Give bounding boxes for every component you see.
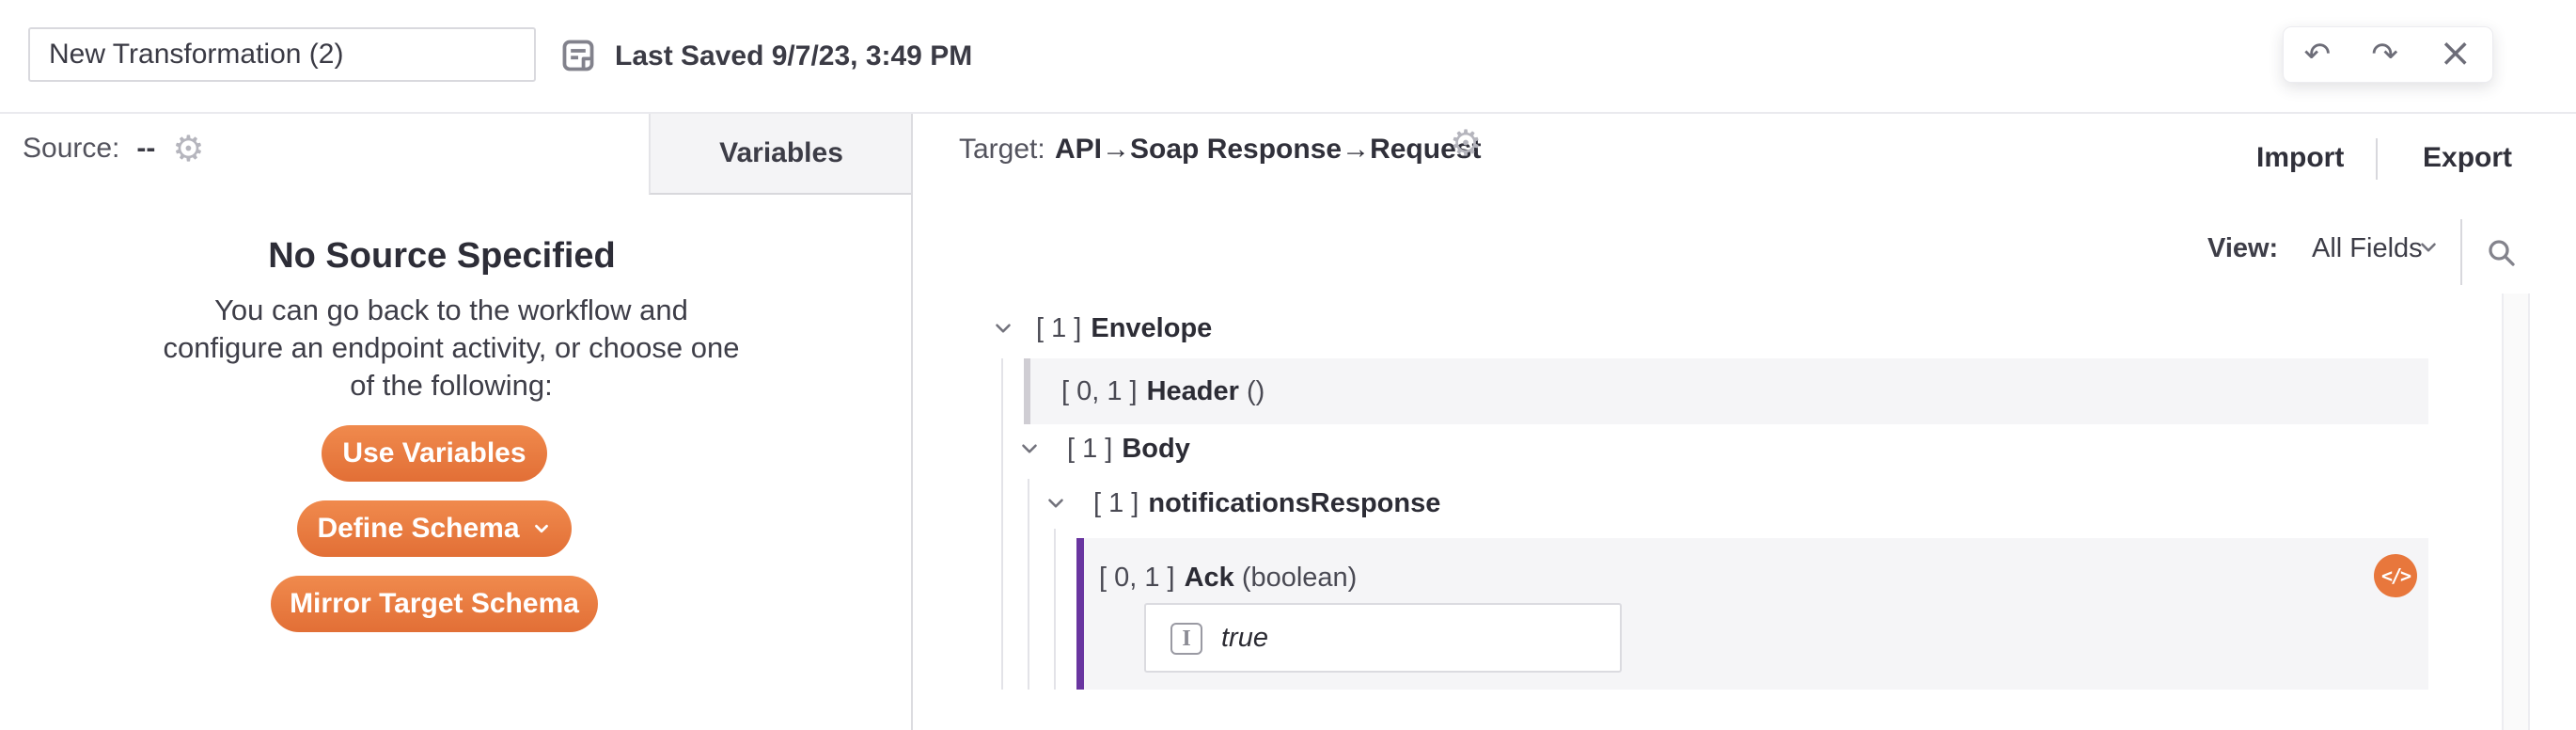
- collapse-caret-body[interactable]: [1017, 436, 1042, 461]
- panel-divider: [911, 114, 913, 730]
- tree-node-envelope[interactable]: [ 1 ] Envelope: [1036, 314, 1212, 342]
- vertical-scrollbar[interactable]: [2502, 294, 2530, 730]
- source-header: Source: -- ⚙: [23, 131, 204, 167]
- view-mode-dropdown[interactable]: All Fields: [2312, 233, 2423, 263]
- code-glyph: </>: [2380, 564, 2411, 587]
- view-search-divider: [2460, 219, 2462, 285]
- tree-node-ack-row[interactable]: [ 0, 1 ] Ack(boolean) </> I true: [1076, 538, 2428, 690]
- tab-variables-label: Variables: [719, 137, 843, 168]
- tree-node-body[interactable]: [ 1 ] Body: [1067, 435, 1190, 463]
- node-name: Envelope: [1091, 313, 1213, 343]
- header-accent-bar: [1024, 358, 1030, 424]
- chevron-down-icon: [534, 524, 548, 533]
- collapse-caret-envelope[interactable]: [991, 316, 1015, 341]
- target-label: Target:: [959, 134, 1045, 165]
- redo-icon[interactable]: ↷: [2371, 36, 2398, 73]
- node-cardinality: [ 1 ]: [1093, 488, 1139, 518]
- saved-note-icon: [560, 38, 596, 73]
- define-schema-button[interactable]: Define Schema: [297, 500, 572, 557]
- target-path: API→Soap Response→Request: [1055, 134, 1482, 165]
- use-variables-label: Use Variables: [342, 437, 526, 468]
- chevron-down-icon[interactable]: [2416, 235, 2441, 264]
- import-export-divider: [2376, 138, 2378, 180]
- collapse-caret-notificationsresponse[interactable]: [1044, 491, 1068, 516]
- tree-guide-line: [1001, 358, 1003, 690]
- export-button[interactable]: Export: [2423, 142, 2513, 173]
- source-settings-gear-icon[interactable]: ⚙: [172, 128, 205, 169]
- import-button[interactable]: Import: [2256, 142, 2345, 173]
- search-icon[interactable]: [2485, 236, 2519, 270]
- close-icon[interactable]: ×: [2439, 29, 2473, 75]
- tree-guide-line: [1054, 529, 1056, 690]
- undo-icon[interactable]: ↶: [2303, 36, 2332, 73]
- mirror-target-schema-label: Mirror Target Schema: [290, 588, 579, 619]
- node-type: (boolean): [1241, 563, 1358, 593]
- use-variables-button[interactable]: Use Variables: [322, 425, 547, 482]
- tree-guide-line: [1028, 479, 1029, 690]
- source-value: --: [136, 133, 156, 164]
- mirror-target-schema-button[interactable]: Mirror Target Schema: [271, 576, 598, 632]
- node-name: Ack: [1184, 563, 1234, 593]
- node-name: notificationsResponse: [1148, 488, 1441, 518]
- node-cardinality: [ 0, 1 ]: [1061, 376, 1138, 406]
- text-literal-icon: I: [1170, 623, 1202, 655]
- tab-variables[interactable]: Variables: [649, 114, 912, 195]
- view-label: View:: [2207, 233, 2279, 263]
- tree-node-ack: [ 0, 1 ] Ack(boolean): [1099, 563, 1357, 594]
- target-settings-gear-icon[interactable]: ⚙: [1450, 122, 1483, 164]
- tree-node-header-row[interactable]: [ 0, 1 ] Header(): [1024, 358, 2428, 424]
- history-toolbar: ↶ ↷ ×: [2283, 26, 2493, 83]
- node-cardinality: [ 1 ]: [1067, 434, 1113, 464]
- node-suffix: (): [1246, 376, 1265, 406]
- ack-value: true: [1221, 623, 1268, 653]
- node-cardinality: [ 0, 1 ]: [1099, 563, 1175, 593]
- define-schema-label: Define Schema: [317, 513, 520, 544]
- tree-node-header: [ 0, 1 ] Header(): [1061, 358, 1264, 424]
- ack-mapped-accent-bar: [1076, 538, 1084, 690]
- no-source-heading: No Source Specified: [268, 236, 616, 276]
- node-name: Body: [1122, 434, 1190, 464]
- tree-node-notificationsresponse[interactable]: [ 1 ] notificationsResponse: [1093, 489, 1440, 517]
- topbar-divider: [0, 112, 2576, 114]
- code-icon[interactable]: </>: [2374, 554, 2417, 597]
- no-source-description: You can go back to the workflow and conf…: [163, 294, 740, 402]
- transformation-title-input[interactable]: [28, 27, 536, 82]
- last-saved-status: Last Saved 9/7/23, 3:49 PM: [615, 40, 973, 71]
- node-name: Header: [1146, 376, 1239, 406]
- source-label: Source:: [23, 133, 120, 164]
- ack-value-field[interactable]: I true: [1144, 603, 1622, 673]
- node-cardinality: [ 1 ]: [1036, 313, 1082, 343]
